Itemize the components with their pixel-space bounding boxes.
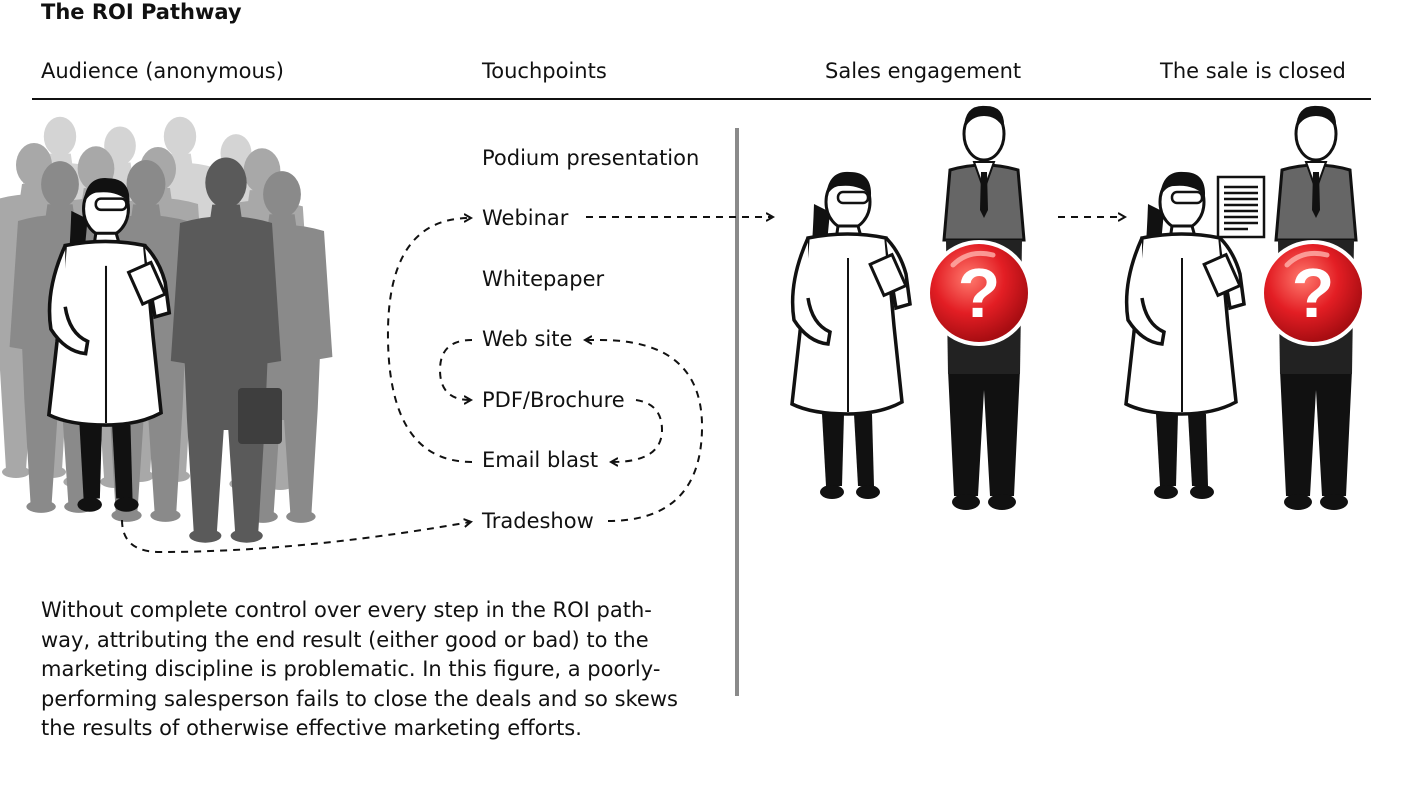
header-touchpoints: Touchpoints bbox=[482, 59, 607, 83]
question-mark-engagement: ? bbox=[958, 254, 1001, 332]
question-mark-closed: ? bbox=[1292, 254, 1335, 332]
caption-line: way, attributing the end result (either … bbox=[41, 627, 649, 652]
caption-line: Without complete control over every step… bbox=[41, 598, 652, 622]
header-audience: Audience (anonymous) bbox=[41, 59, 284, 83]
scientist-engagement bbox=[790, 170, 912, 501]
caption: Without complete control over every step… bbox=[41, 596, 681, 744]
touchpoint-email-blast: Email blast bbox=[482, 448, 599, 472]
stage-divider bbox=[735, 128, 739, 696]
header-rule bbox=[32, 98, 1371, 100]
caption-line: the results of otherwise effective marke… bbox=[41, 716, 582, 740]
touchpoint-whitepaper: Whitepaper bbox=[482, 267, 605, 291]
touchpoint-web-site: Web site bbox=[482, 327, 573, 351]
touchpoint-tradeshow: Tradeshow bbox=[482, 509, 594, 533]
sales-engagement-figures: ? bbox=[790, 104, 1032, 512]
header-sale-closed: The sale is closed bbox=[1160, 59, 1346, 83]
touchpoint-podium-presentation: Podium presentation bbox=[482, 146, 700, 170]
touchpoint-pdf-brochure: PDF/Brochure bbox=[482, 388, 625, 412]
flow-paths bbox=[121, 217, 1124, 554]
audience-crowd bbox=[0, 116, 333, 543]
touchpoint-webinar: Webinar bbox=[482, 206, 569, 230]
document-icon bbox=[1216, 175, 1266, 239]
caption-line: performing salesperson fails to close th… bbox=[41, 686, 678, 711]
header-sales-engagement: Sales engagement bbox=[825, 59, 1022, 83]
sale-closed-figures: ? bbox=[1124, 104, 1366, 512]
caption-line: marketing discipline is problematic. In … bbox=[41, 657, 661, 681]
page-title: The ROI Pathway bbox=[41, 0, 242, 24]
